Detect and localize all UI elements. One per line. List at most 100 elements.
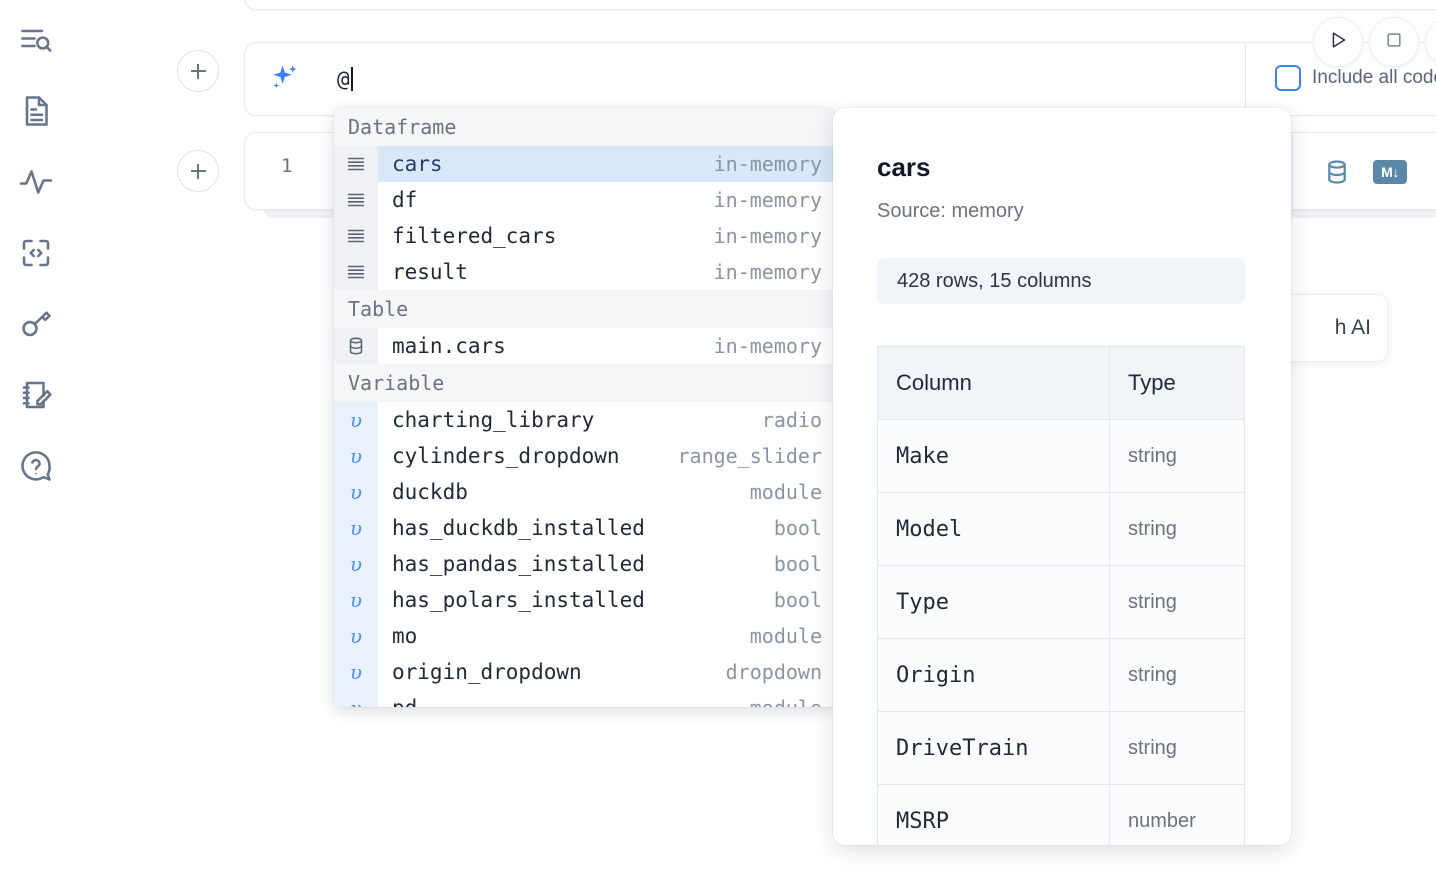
ai-prompt-input[interactable]: @ [337,57,1137,101]
sidebar-item-explore[interactable] [12,16,60,64]
preview-title: cars [877,152,931,182]
autocomplete-item-body: has_pandas_installed bool [378,546,834,582]
autocomplete-item-name: result [392,260,468,284]
schema-column-name: MSRP [877,784,1110,845]
run-button[interactable] [1313,17,1363,67]
add-cell-below-button[interactable] [177,150,219,192]
stop-icon [1384,30,1404,55]
column-header-type: Type [1109,346,1245,420]
left-icon-rail [0,0,72,874]
key-icon [18,306,54,342]
variable-glyph-icon: υ [334,438,378,474]
question-chat-icon [18,448,54,484]
schema-column-name: Type [877,565,1110,639]
dataframe-icon [334,218,378,254]
dataframe-icon [334,254,378,290]
ai-prompt-bar[interactable]: @ Include all code [244,42,1436,116]
include-all-code-label: Include all code [1312,67,1436,88]
autocomplete-item-type: in-memory [713,260,822,284]
schema-column-type: string [1109,638,1245,712]
variable-glyph-icon: υ [334,402,378,438]
variable-glyph-icon: υ [334,654,378,690]
autocomplete-item[interactable]: filtered_cars in-memory [334,218,834,254]
autocomplete-item-type: module [749,624,822,648]
previous-cell[interactable] [244,0,1436,10]
include-all-code-checkbox[interactable] [1275,65,1301,91]
autocomplete-item-name: origin_dropdown [392,660,582,684]
autocomplete-item-type: dropdown [725,660,822,684]
stop-button[interactable] [1369,17,1419,67]
dataframe-icon [334,146,378,182]
activity-pulse-icon [18,164,54,200]
column-header-name: Column [877,346,1110,420]
autocomplete-item-body: origin_dropdown dropdown [378,654,834,690]
sidebar-item-snippets[interactable] [12,229,60,277]
schema-column-type: string [1109,711,1245,785]
database-icon[interactable] [1323,158,1351,186]
ai-hint-text: h AI [1334,316,1371,339]
autocomplete-item-name: filtered_cars [392,224,557,248]
autocomplete-item-body: duckdb module [378,474,834,510]
cell-tools: M↓ [1292,134,1436,210]
autocomplete-item[interactable]: υpdmodule [334,690,834,707]
search-lines-icon [18,22,54,58]
autocomplete-group-header: Variable [334,364,834,402]
autocomplete-item-type: bool [773,588,822,612]
autocomplete-item-name: has_pandas_installed [392,552,645,576]
autocomplete-item[interactable]: result in-memory [334,254,834,290]
autocomplete-item-body: pdmodule [378,690,834,707]
preview-shape: 428 rows, 15 columns [877,258,1245,304]
autocomplete-group-header: Dataframe [334,108,834,146]
autocomplete-item-body: result in-memory [378,254,834,290]
markdown-badge[interactable]: M↓ [1373,160,1407,184]
add-cell-above-button[interactable] [177,50,219,92]
schema-column-type: string [1109,419,1245,493]
schema-column-type: string [1109,565,1245,639]
schema-column-name: Origin [877,638,1110,712]
schema-column-name: Make [877,419,1110,493]
sidebar-item-secrets[interactable] [12,300,60,348]
run-icon [1327,29,1349,56]
ai-bar-divider [1245,44,1246,116]
schema-column-type: number [1109,784,1245,845]
preview-source: Source: memory [877,200,1024,222]
autocomplete-item-type: in-memory [713,188,822,212]
include-all-code-toggle[interactable]: Include all code [1275,65,1436,91]
dataframe-preview-panel: cars Source: memory 428 rows, 15 columns… [833,108,1291,845]
sidebar-item-activity[interactable] [12,158,60,206]
variable-glyph-icon: υ [334,690,378,707]
autocomplete-item-type: bool [773,516,822,540]
autocomplete-item-type: bool [773,552,822,576]
autocomplete-item-name: duckdb [392,480,468,504]
dataframe-icon [334,182,378,218]
sidebar-item-notebook-files[interactable] [12,87,60,135]
autocomplete-item-type: in-memory [713,334,822,358]
autocomplete-item[interactable]: υ origin_dropdown dropdown [334,654,834,690]
autocomplete-item-type: in-memory [713,224,822,248]
autocomplete-item-type: module [749,480,822,504]
variable-glyph-icon: υ [334,618,378,654]
autocomplete-group-header: Table [334,290,834,328]
sidebar-item-scratchpad[interactable] [12,371,60,419]
sidebar-item-help[interactable] [12,442,60,490]
